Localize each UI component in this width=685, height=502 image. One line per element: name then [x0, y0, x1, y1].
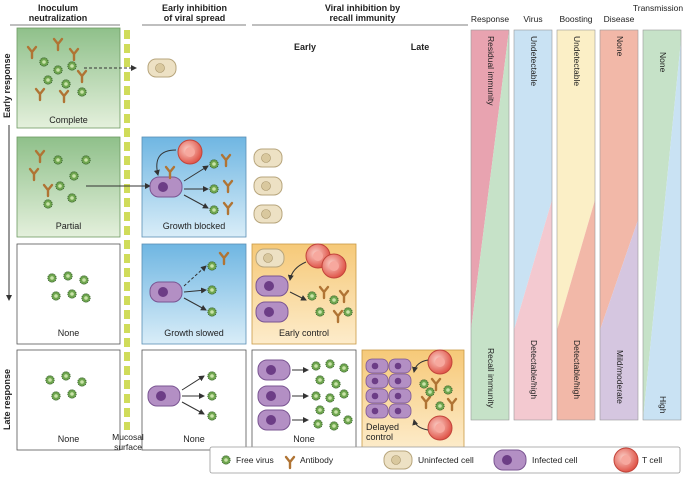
label-none-col2: None	[183, 434, 205, 444]
label-none-row3: None	[57, 328, 80, 338]
header-recall-line2: recall immunity	[329, 13, 396, 23]
disease-top: None	[615, 36, 625, 57]
header-inoculum-line2: neutralization	[28, 13, 88, 23]
subheader-early: Early	[293, 42, 317, 52]
label-delayed-line1: Delayed	[366, 422, 400, 432]
header-early-inhibition-line2: of viral spread	[163, 13, 226, 23]
bar-response	[470, 29, 510, 421]
label-complete: Complete	[49, 115, 88, 125]
legend-t-cell: T cell	[642, 455, 663, 465]
panel-complete	[16, 27, 121, 129]
label-none-col3: None	[293, 434, 315, 444]
subheader-late: Late	[410, 42, 430, 52]
response-top: Residual immunity	[486, 36, 496, 106]
label-early-control: Early control	[278, 328, 330, 338]
bar-virus	[513, 29, 553, 421]
colhdr-response: Response	[470, 14, 510, 24]
header-recall-line1: Viral inhibition by	[324, 3, 401, 13]
label-partial: Partial	[55, 221, 82, 231]
header-inoculum-line1: Inoculum	[38, 3, 78, 13]
transmission-bottom: High	[658, 396, 668, 414]
disease-bottom: Mild/moderate	[615, 350, 625, 404]
header-early-inhibition-line1: Early inhibition	[161, 3, 227, 13]
panel-none-row4	[16, 349, 121, 451]
label-growth-blocked: Growth blocked	[162, 221, 226, 231]
colhdr-transmission: Transmission	[632, 3, 684, 13]
legend-antibody: Antibody	[300, 455, 334, 465]
bar-transmission	[642, 29, 682, 421]
bar-boosting	[556, 29, 596, 421]
legend-box	[209, 446, 681, 474]
virus-bottom: Detectable/high	[529, 340, 539, 400]
label-none-row4: None	[57, 434, 80, 444]
mucosal-label-line2: surface	[114, 442, 142, 452]
legend-infected-cell: Infected cell	[532, 455, 578, 465]
transmission-top: None	[658, 52, 668, 73]
label-delayed-line2: control	[366, 432, 394, 442]
response-bottom: Recall immunity	[486, 348, 496, 408]
colhdr-boosting: Boosting	[559, 14, 593, 24]
bar-disease	[599, 29, 639, 421]
legend-free-virus: Free virus	[236, 455, 274, 465]
panel-partial	[16, 136, 121, 238]
outcome-bars	[470, 29, 682, 421]
colhdr-virus: Virus	[523, 14, 543, 24]
label-growth-slowed: Growth slowed	[164, 328, 224, 338]
legend-uninfected-cell: Uninfected cell	[418, 455, 474, 465]
boosting-top: Undetectable	[572, 36, 582, 87]
virus-top: Undetectable	[529, 36, 539, 87]
boosting-bottom: Detectable/high	[572, 340, 582, 400]
colhdr-disease: Disease	[603, 14, 635, 24]
mucosal-label-line1: Mucosal	[112, 432, 144, 442]
